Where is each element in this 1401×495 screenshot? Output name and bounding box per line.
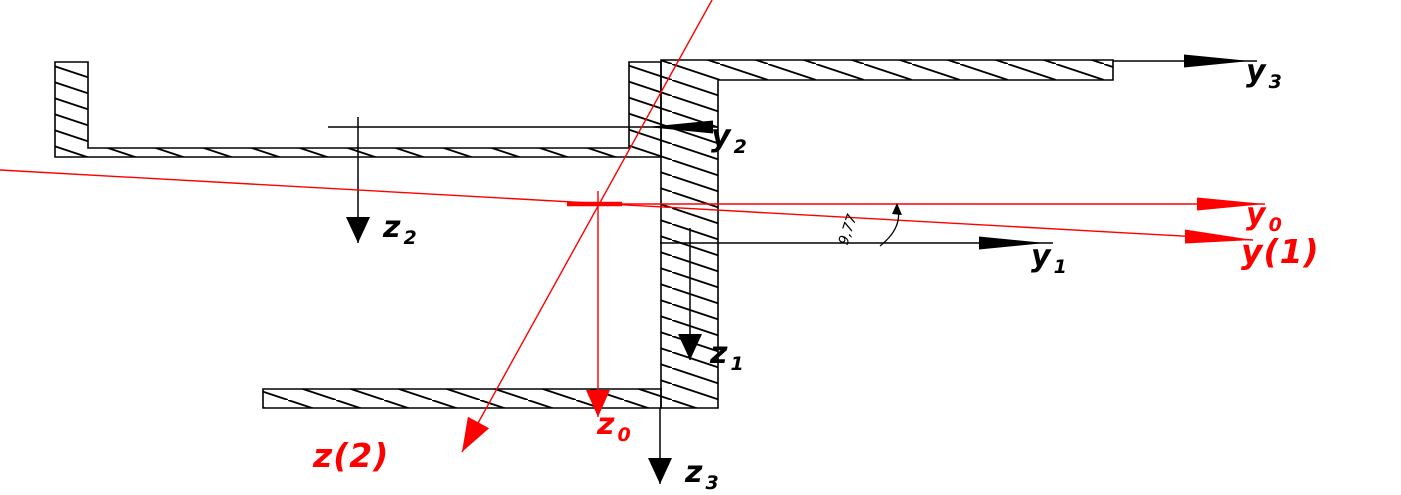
axis-z2-arrow [346, 217, 370, 243]
axis-z-principal-arrow [462, 416, 490, 452]
axis-y2-arrow [647, 120, 713, 134]
bottom-flange [262, 388, 662, 409]
axis-z1-arrow [678, 334, 702, 360]
axis-y1-arrow [979, 236, 1045, 250]
axis-y-principal [0, 169, 1254, 241]
axis-y3-arrow [1184, 54, 1250, 68]
axis-label-y-principal: y(1) [1241, 232, 1320, 271]
channel-section [54, 61, 662, 158]
angle-arc-arrow [892, 203, 902, 215]
axis-z3-arrow [648, 458, 672, 484]
axis-z-principal [461, 0, 713, 453]
axis-label-z-principal: z(2) [313, 436, 390, 475]
axis-y-principal-arrow [1185, 229, 1253, 244]
axis-z0-arrow [586, 390, 610, 417]
axis-y0-arrow [1197, 197, 1265, 211]
